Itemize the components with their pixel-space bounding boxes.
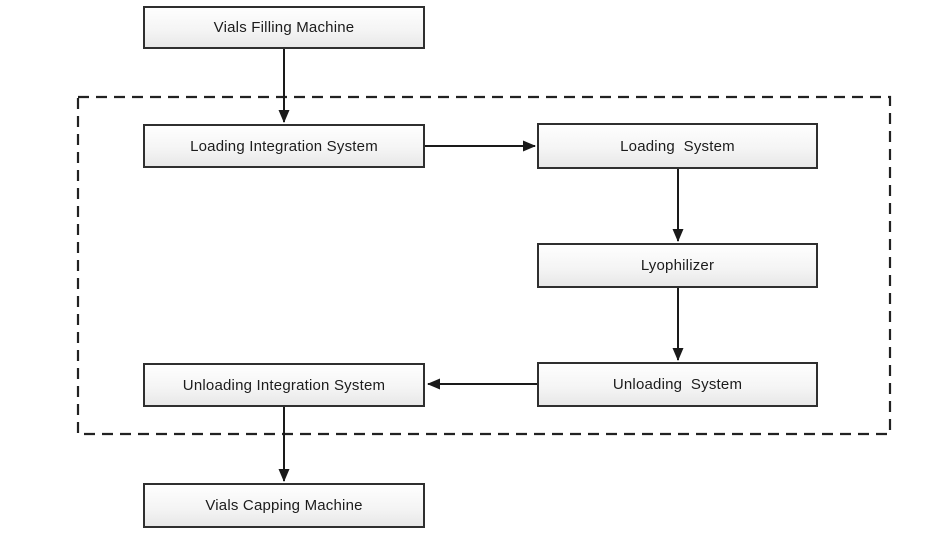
- node-label-loading-integration: Loading Integration System: [190, 137, 378, 155]
- node-vials-filling-machine: Vials Filling Machine: [143, 6, 425, 49]
- node-label-unloading-system: Unloading System: [612, 376, 743, 393]
- node-vials-capping-machine: Vials Capping Machine: [143, 483, 425, 528]
- node-label-vials-filling: Vials Filling Machine: [213, 19, 355, 36]
- node-label-vials-capping: Vials Capping Machine: [205, 497, 363, 514]
- node-lyophilizer: Lyophilizer: [537, 243, 818, 288]
- node-loading-system: Loading System: [537, 123, 818, 169]
- node-loading-integration-system: Loading Integration System: [143, 124, 425, 168]
- node-label-loading-system: Loading System: [620, 137, 735, 155]
- node-label-lyophilizer: Lyophilizer: [640, 257, 715, 274]
- dashed-boundary-box: [76, 95, 892, 436]
- node-unloading-system: Unloading System: [537, 362, 818, 407]
- node-unloading-integration-system: Unloading Integration System: [143, 363, 425, 407]
- node-label-unloading-integration: Unloading Integration System: [182, 376, 386, 394]
